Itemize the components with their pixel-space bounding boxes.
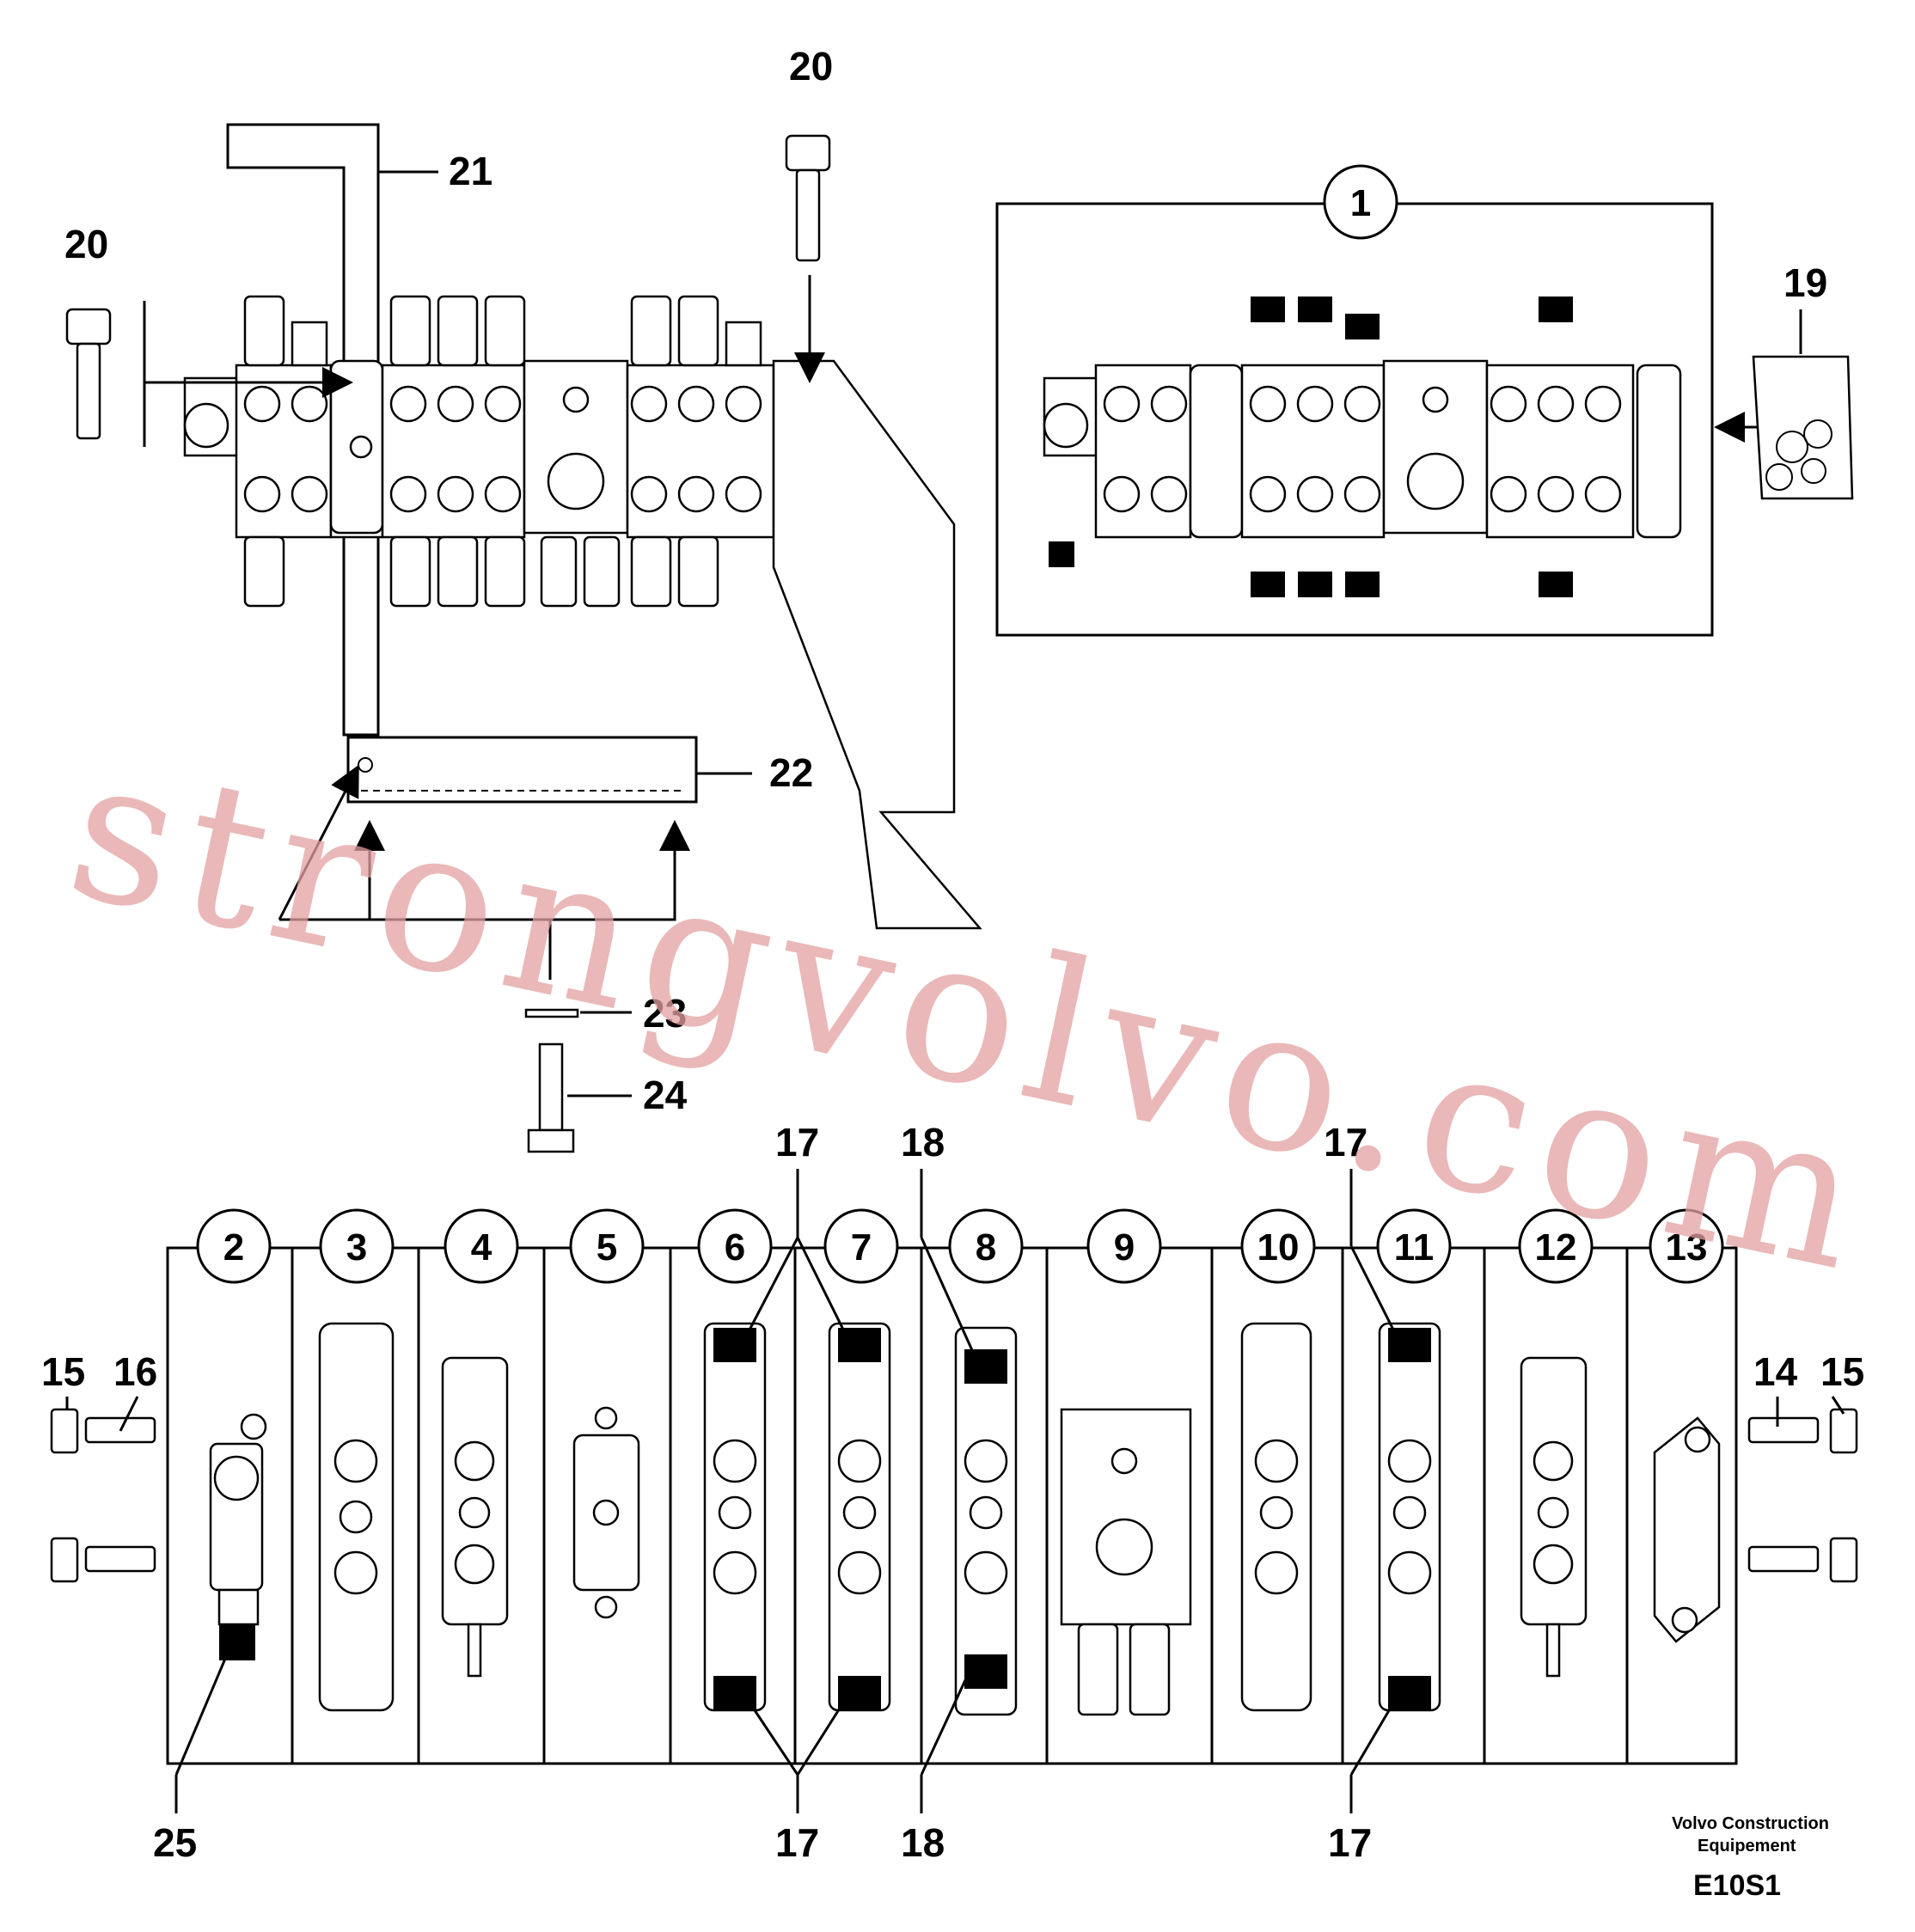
- callout-15-left: 15: [41, 1349, 85, 1394]
- section-10: [1240, 1322, 1312, 1712]
- callout-18-bottom: 18: [901, 1820, 945, 1865]
- callout-19: 19: [1783, 260, 1827, 305]
- callout-24: 24: [643, 1073, 688, 1117]
- valve-assembly-top: [65, 123, 982, 1153]
- section-callout-4: 4: [444, 1208, 519, 1284]
- section-callout-8: 8: [948, 1208, 1024, 1284]
- callout-17-top-right: 17: [1324, 1120, 1367, 1165]
- section-callout-7: 7: [823, 1208, 899, 1284]
- bracket-21: [226, 123, 380, 737]
- fastener-set-left: [50, 1408, 156, 1583]
- section-4: [441, 1356, 509, 1678]
- callout-1: 1: [1350, 182, 1371, 224]
- callout-18-top: 18: [901, 1120, 945, 1165]
- callout-16: 16: [113, 1349, 157, 1394]
- callout-20-top: 20: [789, 44, 833, 89]
- callout-14: 14: [1753, 1349, 1798, 1394]
- callout-20-left: 20: [64, 222, 108, 266]
- fastener-set-right: [1747, 1408, 1858, 1583]
- callout-circle-1: [1323, 164, 1398, 240]
- section-number: 10: [1257, 1226, 1300, 1269]
- section-number: 6: [725, 1226, 745, 1269]
- valve-bank-top: [183, 295, 982, 930]
- section-2-inlet: [209, 1413, 267, 1660]
- section-6: [703, 1322, 767, 1712]
- section-13-end-plate: [1653, 1416, 1721, 1643]
- section-callout-12: 12: [1518, 1208, 1594, 1284]
- callout-15-right: 15: [1820, 1349, 1864, 1394]
- section-number: 2: [223, 1226, 244, 1269]
- callout-17-top-left: 17: [775, 1120, 819, 1165]
- section-3: [318, 1322, 395, 1712]
- callout-23: 23: [643, 991, 687, 1036]
- section-9: [1060, 1408, 1192, 1716]
- section-callout-5: 5: [569, 1208, 645, 1284]
- callout-17-bottom-right: 17: [1328, 1820, 1372, 1865]
- section-number: 4: [471, 1226, 493, 1269]
- section-callout-13: 13: [1649, 1208, 1724, 1284]
- inset-assembly-1: 1: [995, 164, 1854, 637]
- callout-25: 25: [153, 1820, 197, 1865]
- section-7: [828, 1322, 891, 1712]
- brand-line-1: Volvo Construction: [1672, 1814, 1829, 1833]
- screw-24: [524, 1008, 579, 1153]
- section-number: 9: [1114, 1226, 1135, 1269]
- section-number: 7: [851, 1226, 872, 1269]
- section-callout-6: 6: [697, 1208, 773, 1284]
- seal-kit-bag-19: [1752, 355, 1854, 500]
- section-number: 11: [1394, 1226, 1435, 1269]
- section-5: [572, 1406, 640, 1619]
- section-number: 3: [346, 1226, 367, 1269]
- section-number: 12: [1535, 1226, 1577, 1269]
- section-number: 5: [597, 1226, 617, 1269]
- section-callout-2: 2: [196, 1208, 272, 1284]
- drawing-code: E10S1: [1693, 1869, 1781, 1902]
- section-11: [1378, 1322, 1441, 1712]
- callout-21: 21: [449, 149, 493, 193]
- section-callout-3: 3: [319, 1208, 395, 1284]
- section-12: [1520, 1356, 1588, 1678]
- section-number: 8: [976, 1226, 996, 1269]
- section-callout-10: 10: [1240, 1208, 1316, 1284]
- section-number: 13: [1666, 1226, 1708, 1269]
- section-callout-9: 9: [1086, 1208, 1162, 1284]
- brand-line-2: Equipement: [1698, 1837, 1796, 1856]
- section-panel-row: 2 3 4 5 6 7 8 9 10 11 12 13: [166, 1208, 1738, 1765]
- callout-17-bottom-left: 17: [775, 1820, 819, 1865]
- bolt-20-left: [65, 308, 112, 440]
- callout-22: 22: [769, 750, 813, 795]
- section-callout-11: 11: [1376, 1208, 1452, 1284]
- section-8: [954, 1326, 1018, 1716]
- bolt-20-top: [785, 134, 831, 262]
